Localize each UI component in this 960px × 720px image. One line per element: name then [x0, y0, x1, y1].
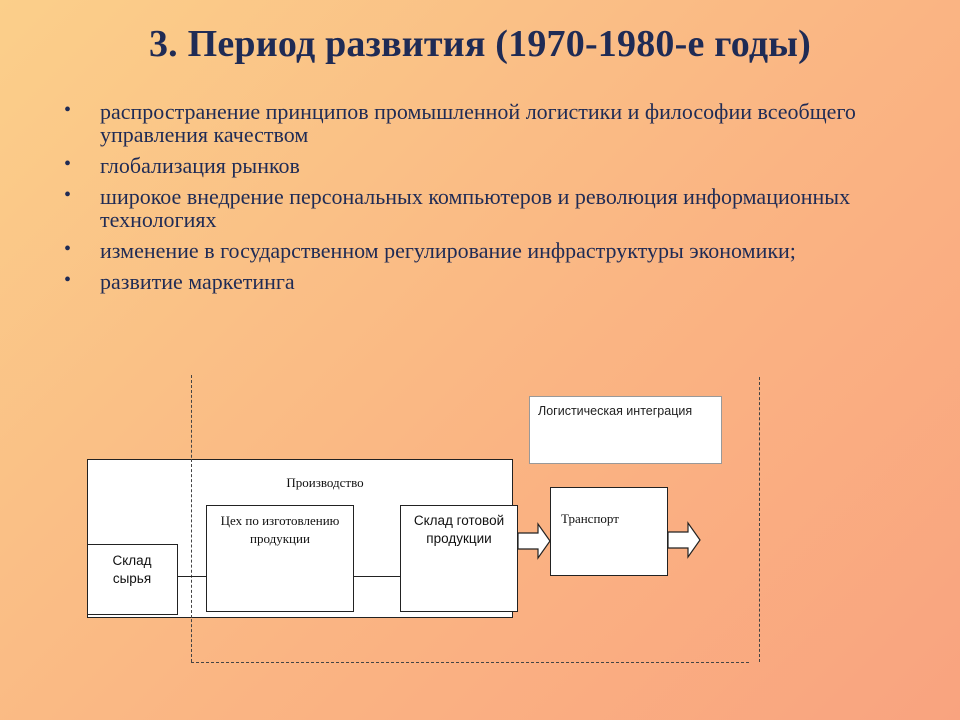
bullet-item: • глобализация рынков: [62, 153, 922, 178]
bullet-text: широкое внедрение персональных компьютер…: [100, 184, 851, 232]
transport-box: Транспорт: [550, 487, 668, 576]
bullet-dot-icon: •: [64, 238, 72, 260]
connector-line: [178, 576, 207, 577]
bullet-item: • изменение в государственном регулирован…: [62, 238, 922, 263]
connector-line: [354, 576, 401, 577]
transport-label: Транспорт: [561, 511, 619, 526]
bullet-list: • распространение принципов промышленной …: [62, 99, 922, 301]
bullet-text: развитие маркетинга: [100, 269, 295, 294]
finished-warehouse-label: Склад готовой продукции: [413, 513, 505, 546]
bullet-dot-icon: •: [64, 153, 72, 175]
flow-arrow-icon: [517, 522, 551, 560]
bullet-item: • широкое внедрение персональных компьюте…: [62, 184, 922, 232]
bullet-text: глобализация рынков: [100, 153, 300, 178]
bullet-dot-icon: •: [64, 184, 72, 206]
integration-boundary-overlay: [191, 459, 192, 618]
raw-warehouse-label: Склад сырья: [112, 553, 152, 586]
logistics-integration-label: Логистическая интеграция: [538, 404, 693, 418]
output-arrow-icon: [667, 521, 701, 559]
bullet-dot-icon: •: [64, 99, 72, 121]
workshop-box: Цех по изготовлению продукции: [206, 505, 354, 612]
workshop-label: Цех по изготовлению продукции: [220, 513, 340, 546]
bullet-dot-icon: •: [64, 269, 72, 291]
slide-title: 3. Период развития (1970-1980-е годы): [148, 23, 811, 65]
integration-boundary-right: [759, 377, 760, 662]
raw-warehouse-box: Склад сырья: [87, 544, 178, 615]
production-label: Производство: [286, 475, 364, 490]
logistics-integration-box: Логистическая интеграция: [529, 396, 722, 464]
bullet-item: • распространение принципов промышленной …: [62, 99, 922, 147]
bullet-item: • развитие маркетинга: [62, 269, 922, 294]
integration-boundary-bottom: [191, 662, 749, 663]
bullet-text: изменение в государственном регулировани…: [100, 238, 796, 263]
bullet-text: распространение принципов промышленной л…: [100, 99, 856, 147]
finished-warehouse-box: Склад готовой продукции: [400, 505, 518, 612]
